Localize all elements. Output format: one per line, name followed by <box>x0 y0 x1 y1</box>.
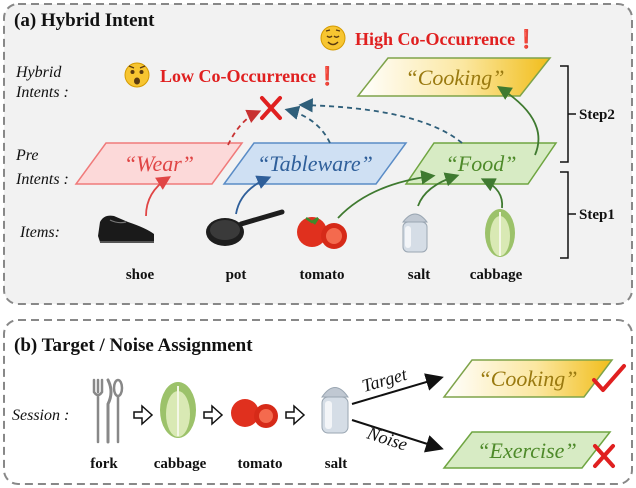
step2-label: Step2 <box>579 107 615 123</box>
check-mark-icon <box>592 364 626 392</box>
panel-a-title: (a) Hybrid Intent <box>14 10 155 31</box>
cross-mark-icon <box>593 444 615 468</box>
shoe-icon <box>98 215 154 243</box>
pre-intent-food-label: “Food” <box>446 151 517 176</box>
session-arrow-2 <box>203 404 224 426</box>
low-cooccurrence-text: Low Co-Occurrence❗ <box>160 65 339 86</box>
fork-icon <box>92 378 124 444</box>
hybrid-intents-label-line1: Hybrid <box>15 64 62 81</box>
pre-intents-label-line1: Pre <box>15 147 39 164</box>
cabbage-to-food-arrow <box>480 178 504 209</box>
cabbage-icon <box>485 209 515 257</box>
salt-to-food-arrow <box>417 172 460 207</box>
item-label-shoe: shoe <box>126 267 155 283</box>
target-intent-cooking-box <box>442 359 614 398</box>
pre-intents-label-line2: Intents : <box>15 171 69 188</box>
items-label: Items: <box>19 224 60 241</box>
salt-icon <box>401 213 429 253</box>
tableware-to-x-arrow <box>284 105 331 144</box>
pre-intent-food-box <box>404 142 558 185</box>
session-arrow-3 <box>285 404 306 426</box>
relieved-face-icon <box>320 25 346 51</box>
pre-intent-wear-box <box>74 142 244 185</box>
food-to-x-arrow <box>298 98 463 144</box>
item-label-tomato: tomato <box>300 267 345 283</box>
hybrid-intent-cooking-label: “Cooking” <box>405 65 504 90</box>
tomato-to-food-arrow <box>337 170 436 219</box>
step1-bracket <box>560 171 569 259</box>
pre-intent-tableware-label: “Tableware” <box>257 151 373 176</box>
session-item-salt: salt <box>325 456 348 472</box>
food-to-cooking-arrow <box>496 86 540 156</box>
item-label-pot: pot <box>226 267 247 283</box>
panel-b-title: (b) Target / Noise Assignment <box>14 335 253 356</box>
noise-intent-exercise-box <box>442 431 612 469</box>
wear-to-x-arrow <box>227 109 262 146</box>
worried-face-icon <box>124 62 150 88</box>
noise-intent-exercise-label: “Exercise” <box>477 438 576 463</box>
target-intent-cooking-label: “Cooking” <box>478 366 577 391</box>
tomato-icon-session <box>231 399 278 428</box>
rejected-x-icon <box>260 96 282 120</box>
pre-intent-tableware-box <box>222 142 408 185</box>
session-arrow-1 <box>133 404 154 426</box>
session-item-fork: fork <box>90 456 118 472</box>
noise-branch-arrow <box>351 419 444 453</box>
salt-icon-session <box>321 387 349 434</box>
cabbage-icon-session <box>160 382 196 438</box>
pot-icon <box>206 209 285 246</box>
high-cooccurrence-text: High Co-Occurrence❗ <box>355 28 538 49</box>
tomato-icon <box>297 216 347 249</box>
session-label: Session : <box>12 407 69 424</box>
hybrid-intents-label-line2: Intents : <box>15 84 69 101</box>
shoe-to-wear-arrow <box>145 176 172 217</box>
item-label-cabbage: cabbage <box>470 267 523 283</box>
target-branch-arrow <box>351 373 444 405</box>
item-label-salt: salt <box>408 267 431 283</box>
pre-intent-wear-label: “Wear” <box>124 151 194 176</box>
session-item-cabbage: cabbage <box>154 456 207 472</box>
step1-label: Step1 <box>579 207 615 223</box>
pot-to-tableware-arrow <box>235 175 272 215</box>
session-item-tomato: tomato <box>238 456 283 472</box>
